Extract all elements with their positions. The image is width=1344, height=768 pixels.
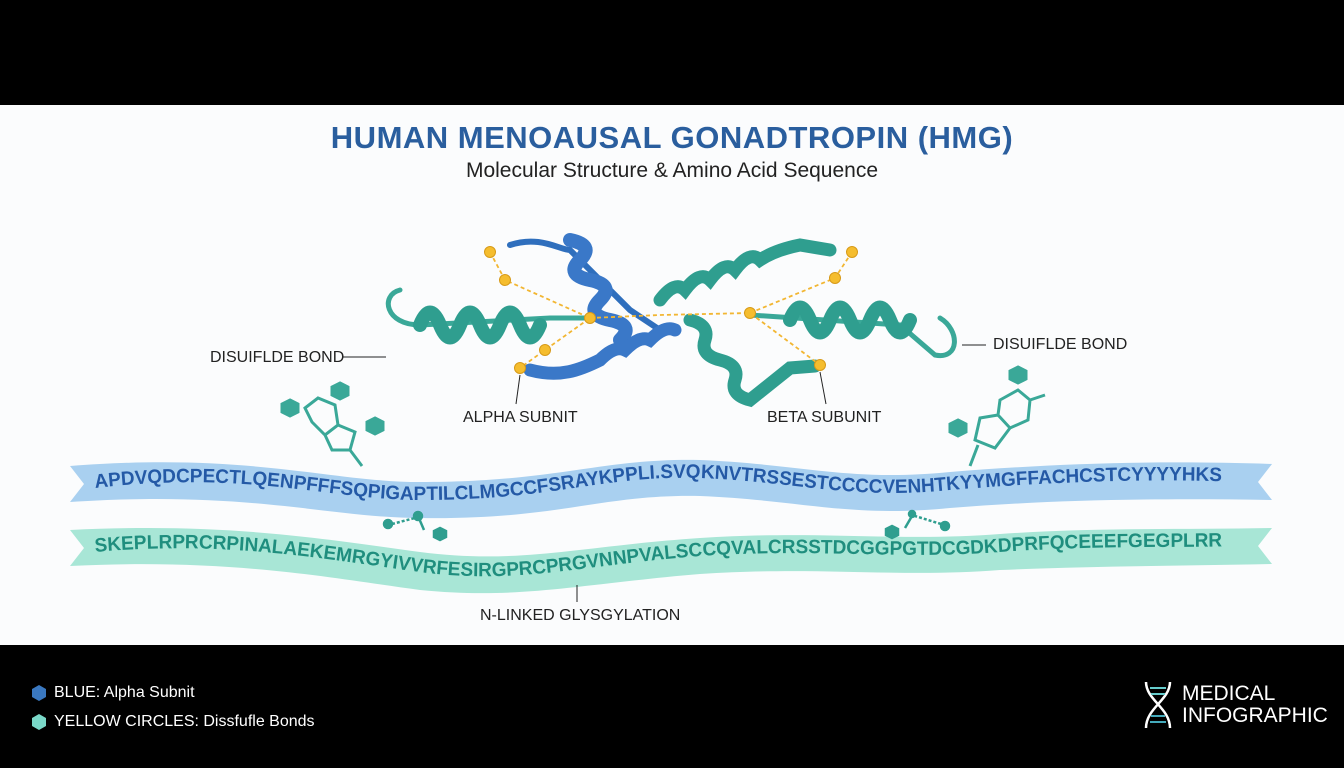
page-title: HUMAN MENOAUSAL GONADTROPIN (HMG) [330,120,1014,155]
legend-label: YELLOW CIRCLES: Dissfufle Bonds [54,713,315,730]
infographic-panel [0,105,1344,645]
dna-icon [1144,681,1172,729]
teal-hexagon-icon [32,714,46,730]
medical-infographic-logo: MEDICAL INFOGRAPHIC [1140,680,1328,730]
footer-bar [0,645,1344,768]
logo-line-2: INFOGRAPHIC [1182,704,1328,727]
logo-line-1: MEDICAL [1182,682,1276,705]
page-subtitle: Molecular Structure & Amino Acid Sequenc… [465,159,879,182]
legend-label: BLUE: Alpha Subnit [54,684,195,701]
alpha-subunit-label: ALPHA SUBNIT [463,409,578,426]
legend-item-blue: BLUE: Alpha Subnit [32,684,195,702]
disulfide-bond-label-right: DISUIFLDE BOND [993,336,1128,353]
legend-item-yellow: YELLOW CIRCLES: Dissfufle Bonds [32,713,315,731]
beta-subunit-label: BETA SUBUNIT [767,409,882,426]
glycosylation-label: N-LINKED GLYSGYLATION [480,607,681,624]
disulfide-bond-label-left: DISUIFLDE BOND [210,349,345,366]
blue-hexagon-icon [32,685,46,701]
